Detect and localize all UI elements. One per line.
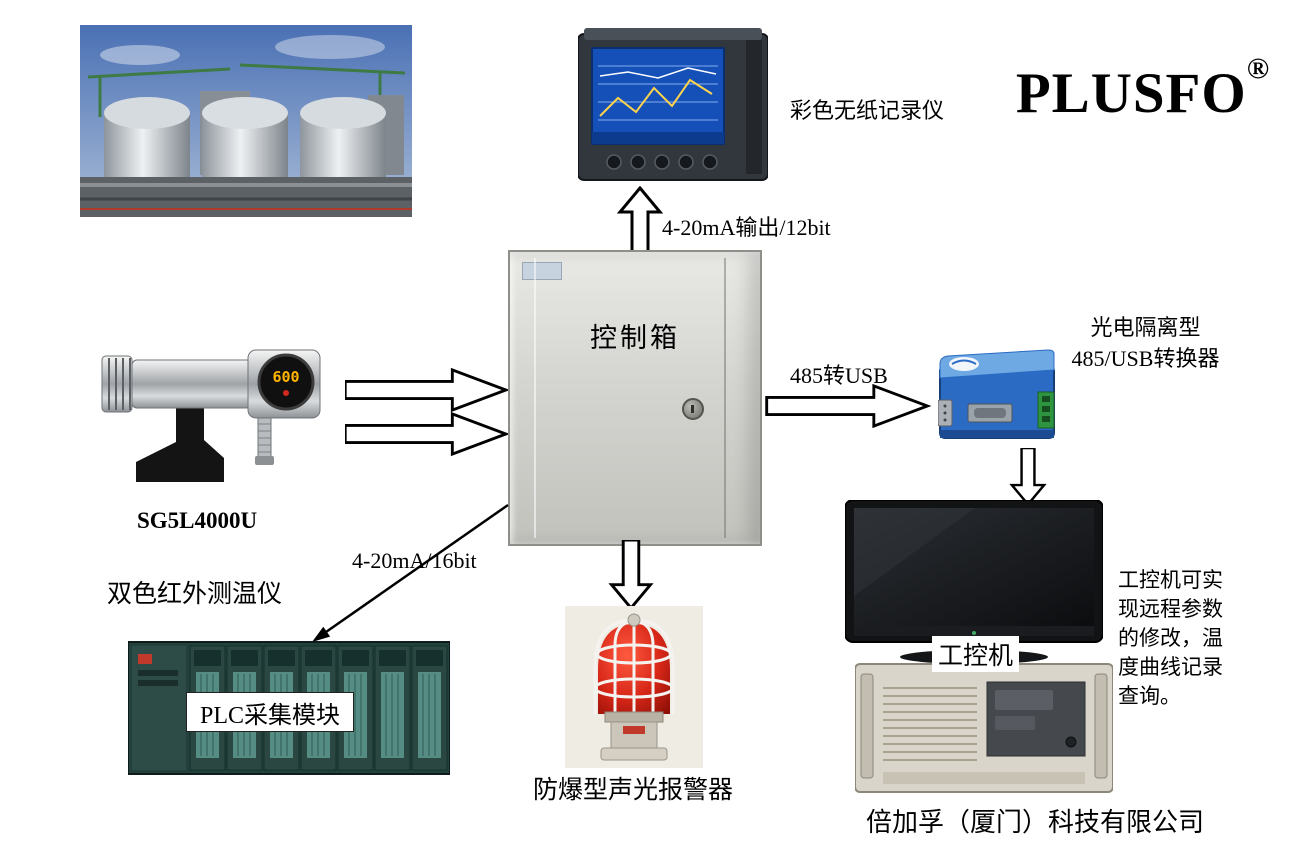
recorder-link-label: 4-20mA输出/12bit bbox=[662, 215, 831, 240]
arrow-box-to-plc bbox=[312, 503, 509, 642]
sensor-model-label: SG5L4000U bbox=[137, 508, 258, 533]
recorder-label: 彩色无纸记录仪 bbox=[790, 98, 945, 123]
control-box-seam bbox=[534, 258, 536, 538]
brand-logo: PLUSFO® bbox=[990, 52, 1295, 126]
ipc-label: 工控机 bbox=[932, 636, 1020, 672]
alarm-label: 防爆型声光报警器 bbox=[533, 777, 734, 804]
arrow-sensor-to-box-1 bbox=[345, 368, 508, 412]
control-box-label: 控制箱 bbox=[590, 323, 680, 353]
converter-label: 光电隔离型 485/USB转换器 bbox=[1048, 312, 1243, 374]
registered-mark: ® bbox=[1246, 52, 1270, 85]
control-box-seam bbox=[724, 258, 726, 538]
ipc-note: 工控机可实现远程参数的修改，温度曲线记录查询。 bbox=[1118, 568, 1223, 708]
plant-photo bbox=[80, 25, 412, 222]
control-box-sticker bbox=[522, 262, 562, 280]
ir-thermometer-photo: 600 bbox=[90, 330, 330, 505]
sensor-display-value: 600 bbox=[272, 368, 299, 386]
plc-link-label: 4-20mA/16bit bbox=[352, 548, 477, 573]
usb-converter-photo bbox=[937, 344, 1056, 451]
arrow-sensor-to-box-2 bbox=[345, 412, 508, 456]
paperless-recorder-photo bbox=[577, 28, 769, 191]
brand-name: PLUSFO bbox=[1015, 62, 1247, 125]
arrow-box-to-converter bbox=[765, 384, 932, 428]
control-box-lock bbox=[682, 398, 704, 420]
converter-label-line1: 光电隔离型 bbox=[1090, 315, 1201, 340]
industrial-computer-photo bbox=[854, 660, 1114, 803]
alarm-beacon-photo bbox=[565, 606, 703, 773]
control-box: 控制箱 bbox=[508, 250, 762, 546]
arrow-converter-to-ipc bbox=[1009, 448, 1047, 506]
usb-link-label: 485转USB bbox=[790, 363, 888, 388]
arrow-box-to-alarm bbox=[608, 540, 654, 610]
arrow-box-to-recorder bbox=[616, 186, 664, 258]
sensor-type-label: 双色红外测温仪 bbox=[107, 581, 283, 608]
plc-label: PLC采集模块 bbox=[186, 692, 354, 732]
plc-photo: PLC采集模块 bbox=[127, 638, 451, 783]
company-name: 倍加孚（厦门）科技有限公司 bbox=[866, 808, 1205, 837]
converter-label-line2: 485/USB转换器 bbox=[1071, 346, 1220, 371]
